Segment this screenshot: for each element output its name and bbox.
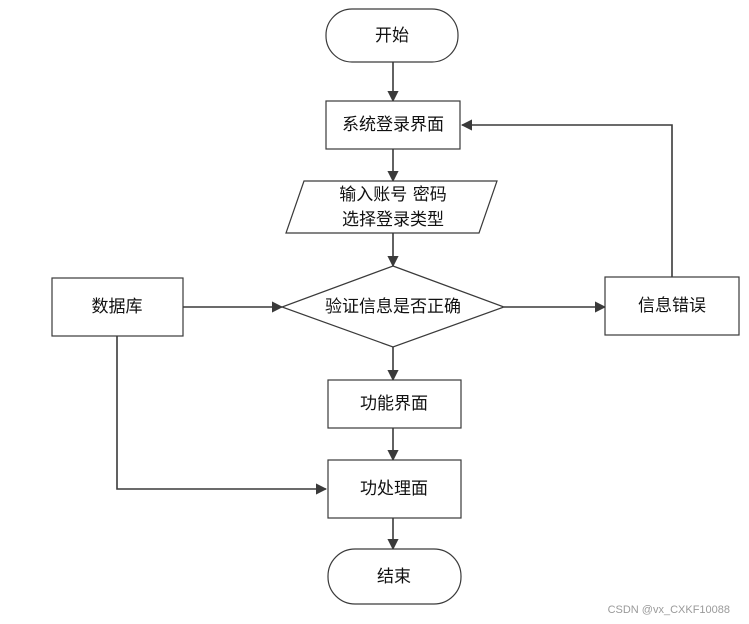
edges xyxy=(116,62,673,551)
function-page-label: 功能界面 xyxy=(360,394,428,414)
error-label: 信息错误 xyxy=(638,296,706,316)
validate-label: 验证信息是否正确 xyxy=(325,297,461,317)
input-node: 输入账号 密码 选择登录类型 xyxy=(285,180,498,234)
login-page-label: 系统登录界面 xyxy=(342,115,444,135)
error-node: 信息错误 xyxy=(604,276,740,336)
edge-database-to-process xyxy=(116,336,328,495)
validate-node: 验证信息是否正确 xyxy=(280,265,506,348)
process-page-label: 功处理面 xyxy=(360,479,428,499)
watermark: CSDN @vx_CXKF10088 xyxy=(608,604,730,616)
start-node: 开始 xyxy=(325,8,459,63)
database-label: 数据库 xyxy=(92,297,143,317)
input-label-line2: 选择登录类型 xyxy=(342,210,444,230)
login-page-node: 系统登录界面 xyxy=(325,100,461,150)
process-page-node: 功处理面 xyxy=(327,459,462,519)
edge-error-back-to-login xyxy=(460,119,673,277)
database-node: 数据库 xyxy=(51,277,184,337)
start-label: 开始 xyxy=(375,26,409,46)
function-page-node: 功能界面 xyxy=(327,379,462,429)
end-label: 结束 xyxy=(377,567,411,587)
input-label-line1: 输入账号 密码 xyxy=(339,185,446,205)
end-node: 结束 xyxy=(327,548,462,605)
